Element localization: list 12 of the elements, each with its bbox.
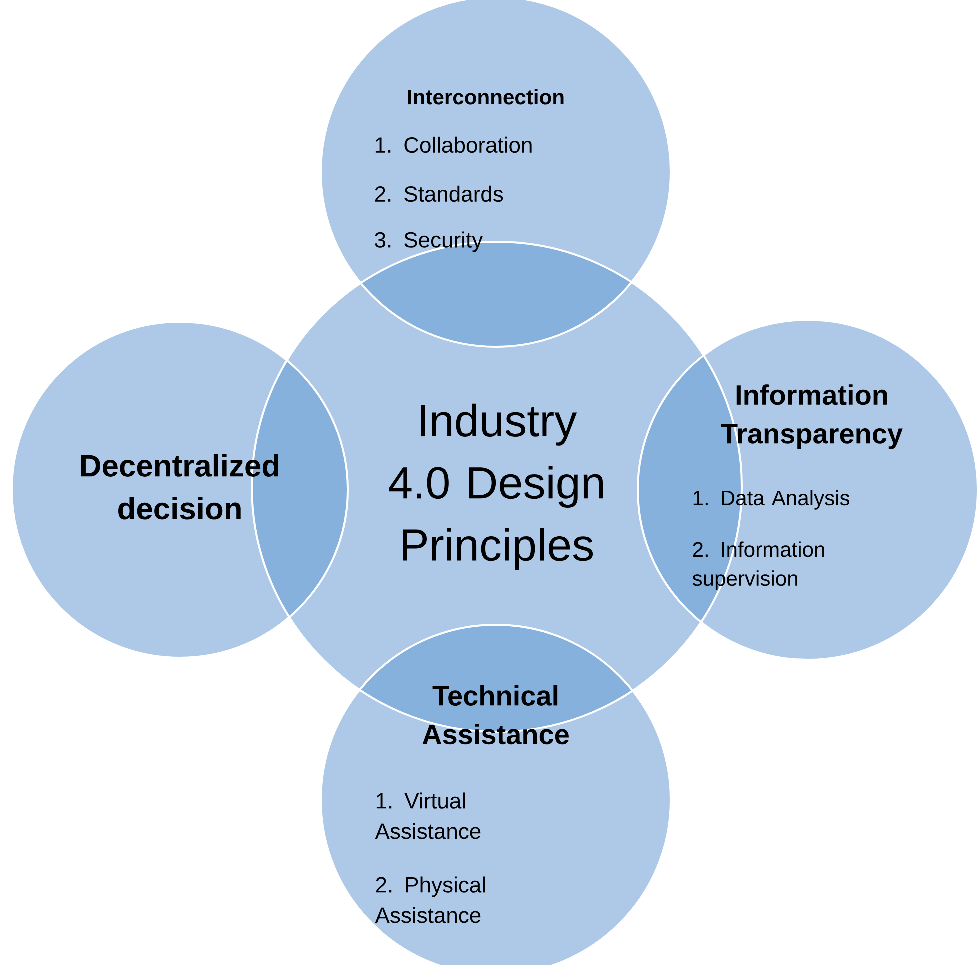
list-item: 2. Information supervision [692,542,824,590]
title-text: Decentralized decision [82,454,279,520]
list-item: 1. Collaboration [376,136,532,154]
list-item: 3. Security [375,232,484,252]
heading: Interconnection [408,89,564,105]
list-item: 2. Physical Assistance [375,876,486,924]
heading: Information Transparency [721,384,903,450]
title-text: Industry 4.0 Design Principles [389,404,604,570]
list-item: 2. Standards [375,186,504,202]
list-item: 1. Virtual Assistance [375,792,481,840]
list-item: 1. Data Analysis [694,490,850,510]
heading: Technical Assistance [422,685,569,745]
